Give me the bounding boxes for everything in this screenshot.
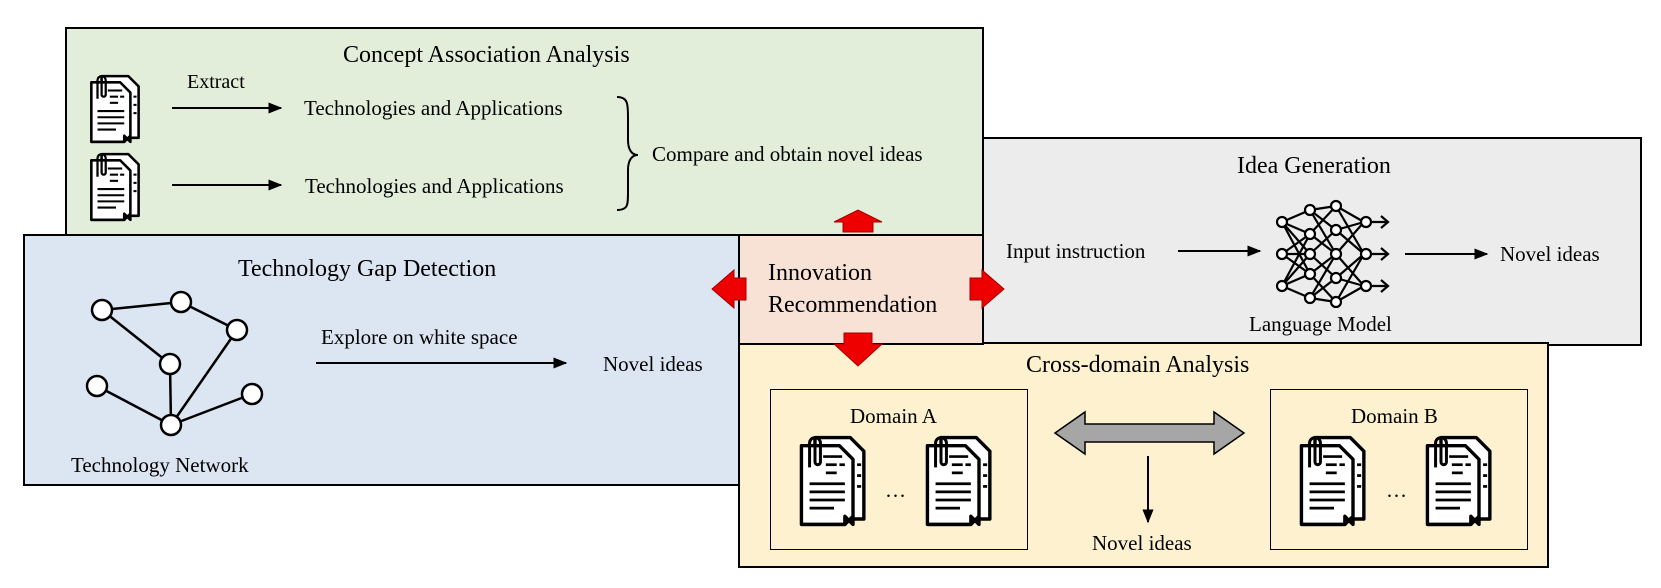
document-icon <box>90 152 140 222</box>
ellipsis-a: … <box>885 478 906 502</box>
center-line-2: Recommendation <box>768 292 938 318</box>
document-icon <box>925 435 992 527</box>
domain-b-box <box>1270 389 1528 550</box>
cross-title: Cross-domain Analysis <box>1026 352 1250 378</box>
concept-title: Concept Association Analysis <box>343 42 630 68</box>
explore-label: Explore on white space <box>321 325 518 349</box>
red-arrow-left <box>711 268 747 310</box>
red-arrow-up <box>833 209 883 233</box>
network-label: Technology Network <box>71 453 249 477</box>
domain-b-label: Domain B <box>1351 404 1438 428</box>
tech-apps-label-1: Technologies and Applications <box>304 96 563 120</box>
domain-a-box <box>770 389 1028 550</box>
input-instruction-label: Input instruction <box>1006 239 1146 263</box>
document-icon <box>799 435 866 527</box>
tech-apps-label-2: Technologies and Applications <box>305 174 564 198</box>
curly-brace <box>616 96 639 211</box>
document-icon <box>1425 435 1492 527</box>
center-line-1: Innovation <box>768 260 872 286</box>
compare-label: Compare and obtain novel ideas <box>652 142 923 166</box>
document-icon <box>90 74 140 144</box>
gap-title: Technology Gap Detection <box>238 256 497 282</box>
red-arrow-down <box>832 332 884 367</box>
cross-domain-panel <box>738 342 1549 568</box>
gap-output-label: Novel ideas <box>603 352 703 376</box>
technology-network-graph <box>85 290 264 437</box>
red-arrow-right <box>969 268 1005 310</box>
gray-double-arrow <box>1053 410 1246 456</box>
extract-label: Extract <box>187 71 245 93</box>
neural-network-icon <box>1275 199 1390 309</box>
concept-association-panel <box>65 27 984 237</box>
idea-generation-panel <box>982 137 1642 346</box>
cross-output-label: Novel ideas <box>1092 531 1192 555</box>
document-icon <box>1299 435 1366 527</box>
technology-gap-panel <box>23 234 741 486</box>
domain-a-label: Domain A <box>850 404 937 428</box>
ellipsis-b: … <box>1386 478 1407 502</box>
idea-output-label: Novel ideas <box>1500 242 1600 266</box>
idea-title: Idea Generation <box>1237 153 1391 179</box>
language-model-label: Language Model <box>1249 312 1392 336</box>
